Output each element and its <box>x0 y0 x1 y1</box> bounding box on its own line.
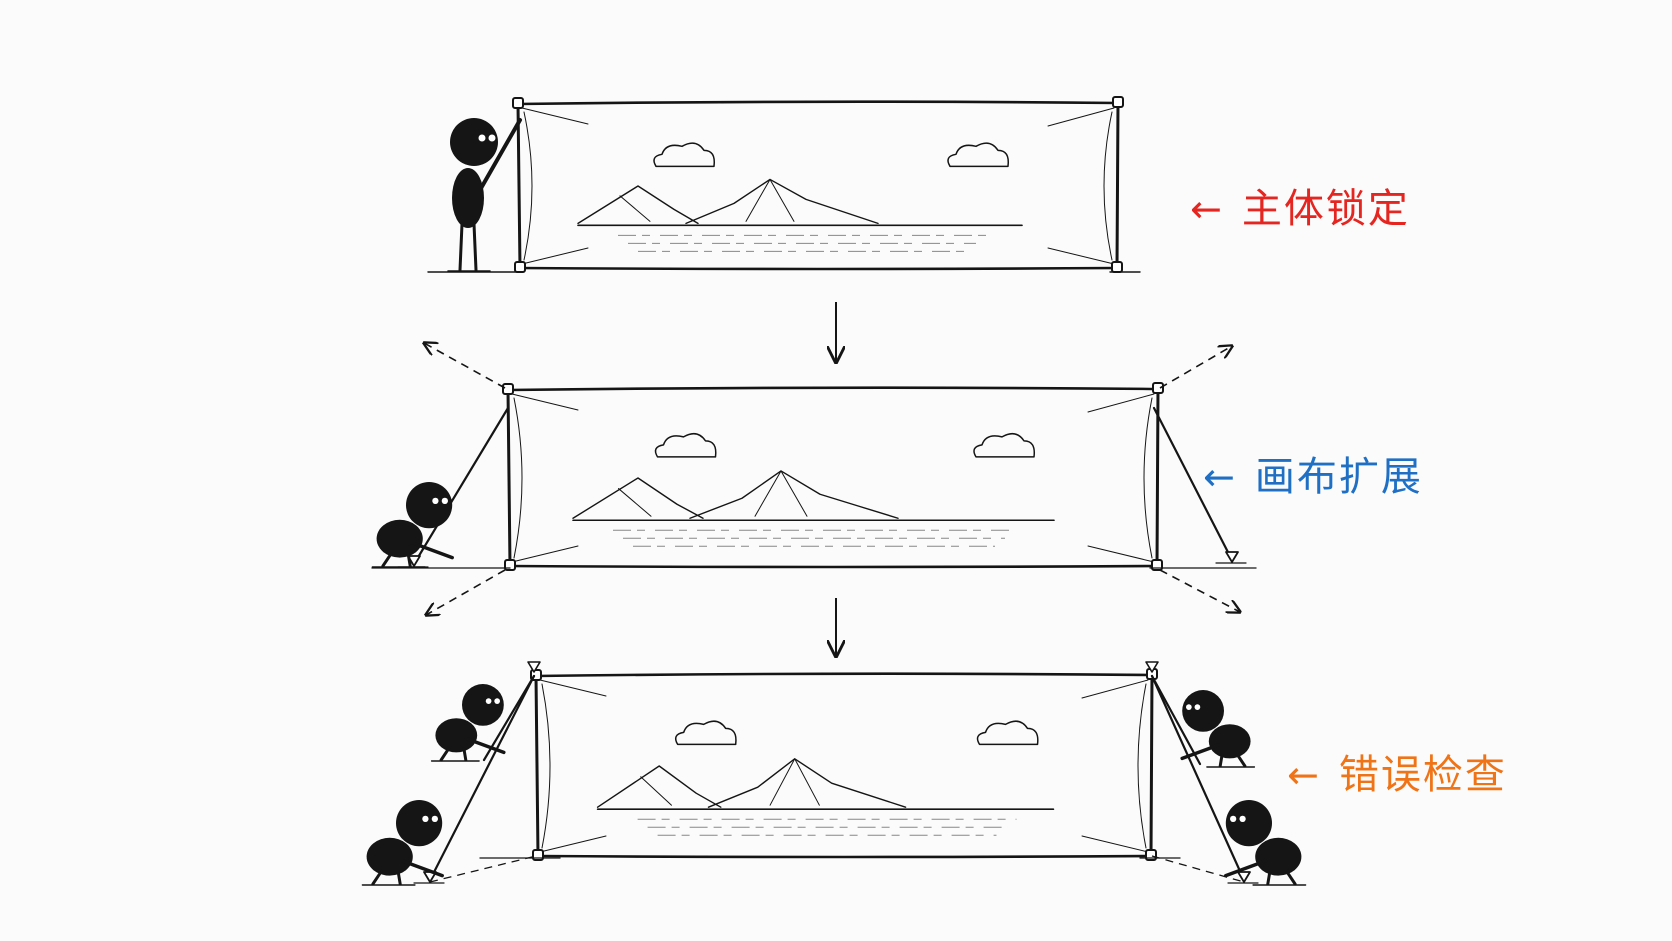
expand-arrow <box>424 343 506 389</box>
crouching-figure <box>1180 690 1256 768</box>
eye <box>1194 704 1201 710</box>
clamp <box>1112 96 1124 108</box>
body <box>1208 724 1251 759</box>
body <box>452 168 484 228</box>
eye <box>431 815 438 823</box>
head <box>462 684 504 726</box>
tent-stake <box>397 555 429 568</box>
left-arrow-icon: ← <box>1287 753 1321 797</box>
body <box>1255 837 1302 876</box>
eye <box>1239 815 1246 823</box>
landscape <box>572 432 1055 547</box>
cloud <box>653 142 716 168</box>
expand-arrow <box>1159 346 1232 389</box>
head <box>406 482 453 529</box>
left-arrow-icon: ← <box>1190 187 1224 231</box>
tent-stake <box>1227 871 1259 884</box>
body <box>376 519 423 558</box>
banner <box>530 668 1158 861</box>
landscape <box>577 142 1023 252</box>
cloud <box>947 142 1010 168</box>
expand-arrow <box>426 569 506 615</box>
eye <box>488 134 496 142</box>
crouching-figure <box>1224 800 1307 886</box>
tent-stake <box>1215 551 1247 564</box>
clamp <box>512 97 524 109</box>
standing-figure <box>447 118 522 272</box>
cloud <box>654 432 717 458</box>
cloud <box>973 432 1036 458</box>
clamp <box>514 261 526 273</box>
head <box>1182 690 1224 732</box>
step-1-subject-lock <box>427 96 1141 273</box>
crouching-figure <box>371 482 454 568</box>
head <box>1225 800 1272 847</box>
cloud <box>976 720 1039 746</box>
clamp <box>1111 261 1123 273</box>
eye <box>478 134 486 142</box>
eye <box>1230 815 1237 823</box>
step-2-canvas-expand <box>371 343 1257 615</box>
eye <box>1186 704 1192 710</box>
eye <box>494 698 500 704</box>
dashed-guide <box>1151 855 1245 883</box>
step-label-error-check: ← 错误检查 <box>1287 742 1507 800</box>
dashed-guide <box>429 855 537 883</box>
landscape <box>596 720 1055 836</box>
head <box>450 118 498 166</box>
crouching-figure <box>430 684 506 762</box>
step-label-text: 画布扩展 <box>1254 454 1423 500</box>
clamp <box>1152 382 1164 394</box>
banner <box>512 96 1124 273</box>
banner <box>502 382 1164 571</box>
eye <box>485 698 492 704</box>
step-label-canvas-expand: ← 画布扩展 <box>1203 444 1423 502</box>
left-arrow-icon: ← <box>1203 455 1237 499</box>
clamp <box>502 383 514 395</box>
step-3-error-check <box>361 661 1307 886</box>
eye <box>422 815 429 823</box>
body <box>435 718 478 753</box>
step-label-text: 错误检查 <box>1338 752 1507 798</box>
eye <box>441 497 448 505</box>
head <box>396 800 443 847</box>
eye <box>432 497 439 505</box>
expand-arrow <box>1159 569 1240 612</box>
body <box>366 837 413 876</box>
step-label-subject-lock: ← 主体锁定 <box>1190 176 1410 234</box>
step-label-text: 主体锁定 <box>1241 186 1410 232</box>
crouching-figure <box>361 800 444 886</box>
cloud <box>674 720 737 746</box>
